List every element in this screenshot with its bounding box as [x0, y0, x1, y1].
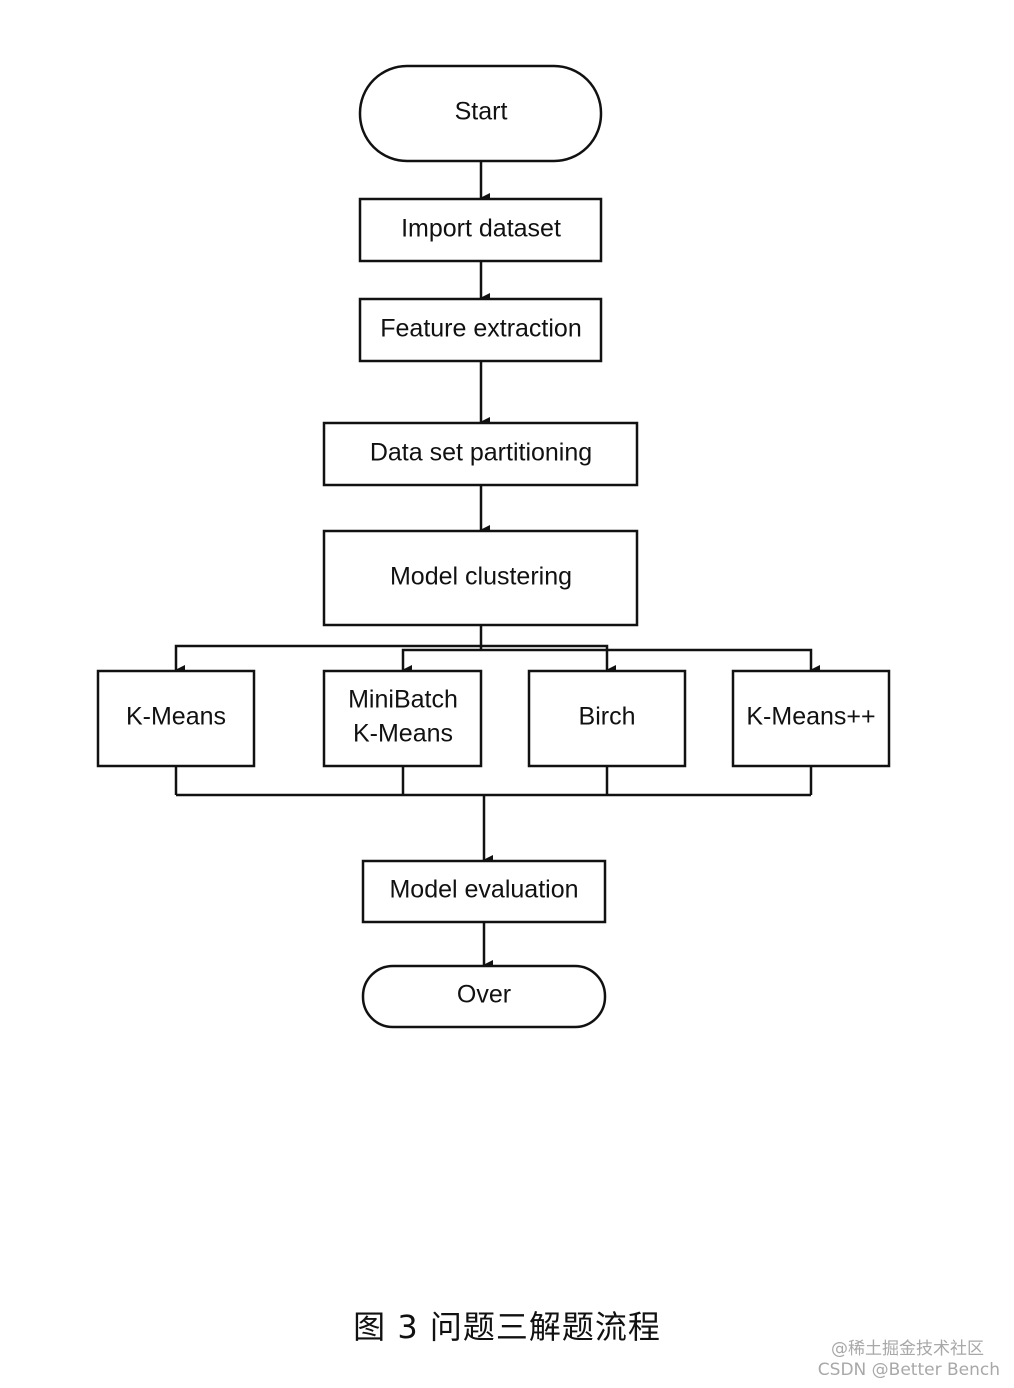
model-evaluation-node: Model evaluation [361, 859, 607, 924]
watermark-csdn: CSDN @Better Bench [817, 1360, 1000, 1380]
figure-caption: 图 3 问题三解题流程 [353, 1308, 661, 1346]
birch-node: Birch [527, 669, 687, 768]
watermark-juejin: @稀土掘金技术社区 [831, 1339, 984, 1359]
over-label: Over [457, 981, 511, 1009]
minibatch-label-line1: MiniBatch [348, 686, 458, 714]
import-dataset-label: Import dataset [401, 215, 561, 243]
birch-label: Birch [579, 703, 636, 731]
model-clustering-label: Model clustering [390, 563, 572, 591]
start-node: Start [358, 64, 603, 163]
edge-branch-birch [481, 644, 616, 675]
data-partitioning-label: Data set partitioning [370, 439, 592, 467]
feature-extraction-node: Feature extraction [358, 297, 603, 363]
kmeans-label: K-Means [126, 703, 226, 731]
data-partitioning-node: Data set partitioning [322, 421, 639, 487]
edge-branch-minibatch [401, 648, 481, 675]
over-node: Over [361, 964, 607, 1029]
kmeans-node: K-Means [96, 669, 256, 768]
kmeanspp-node: K-Means++ [731, 669, 891, 768]
import-dataset-node: Import dataset [358, 197, 603, 263]
minibatch-label-line2: K-Means [353, 720, 453, 748]
minibatch-kmeans-node: MiniBatch K-Means [322, 669, 483, 768]
edge-branch-kmeanspp [481, 648, 820, 675]
edge-branch-kmeans [174, 644, 481, 675]
feature-extraction-label: Feature extraction [380, 315, 582, 343]
model-clustering-node: Model clustering [322, 529, 639, 627]
kmeanspp-label: K-Means++ [746, 703, 875, 731]
start-label: Start [455, 98, 508, 126]
model-evaluation-label: Model evaluation [389, 876, 578, 904]
